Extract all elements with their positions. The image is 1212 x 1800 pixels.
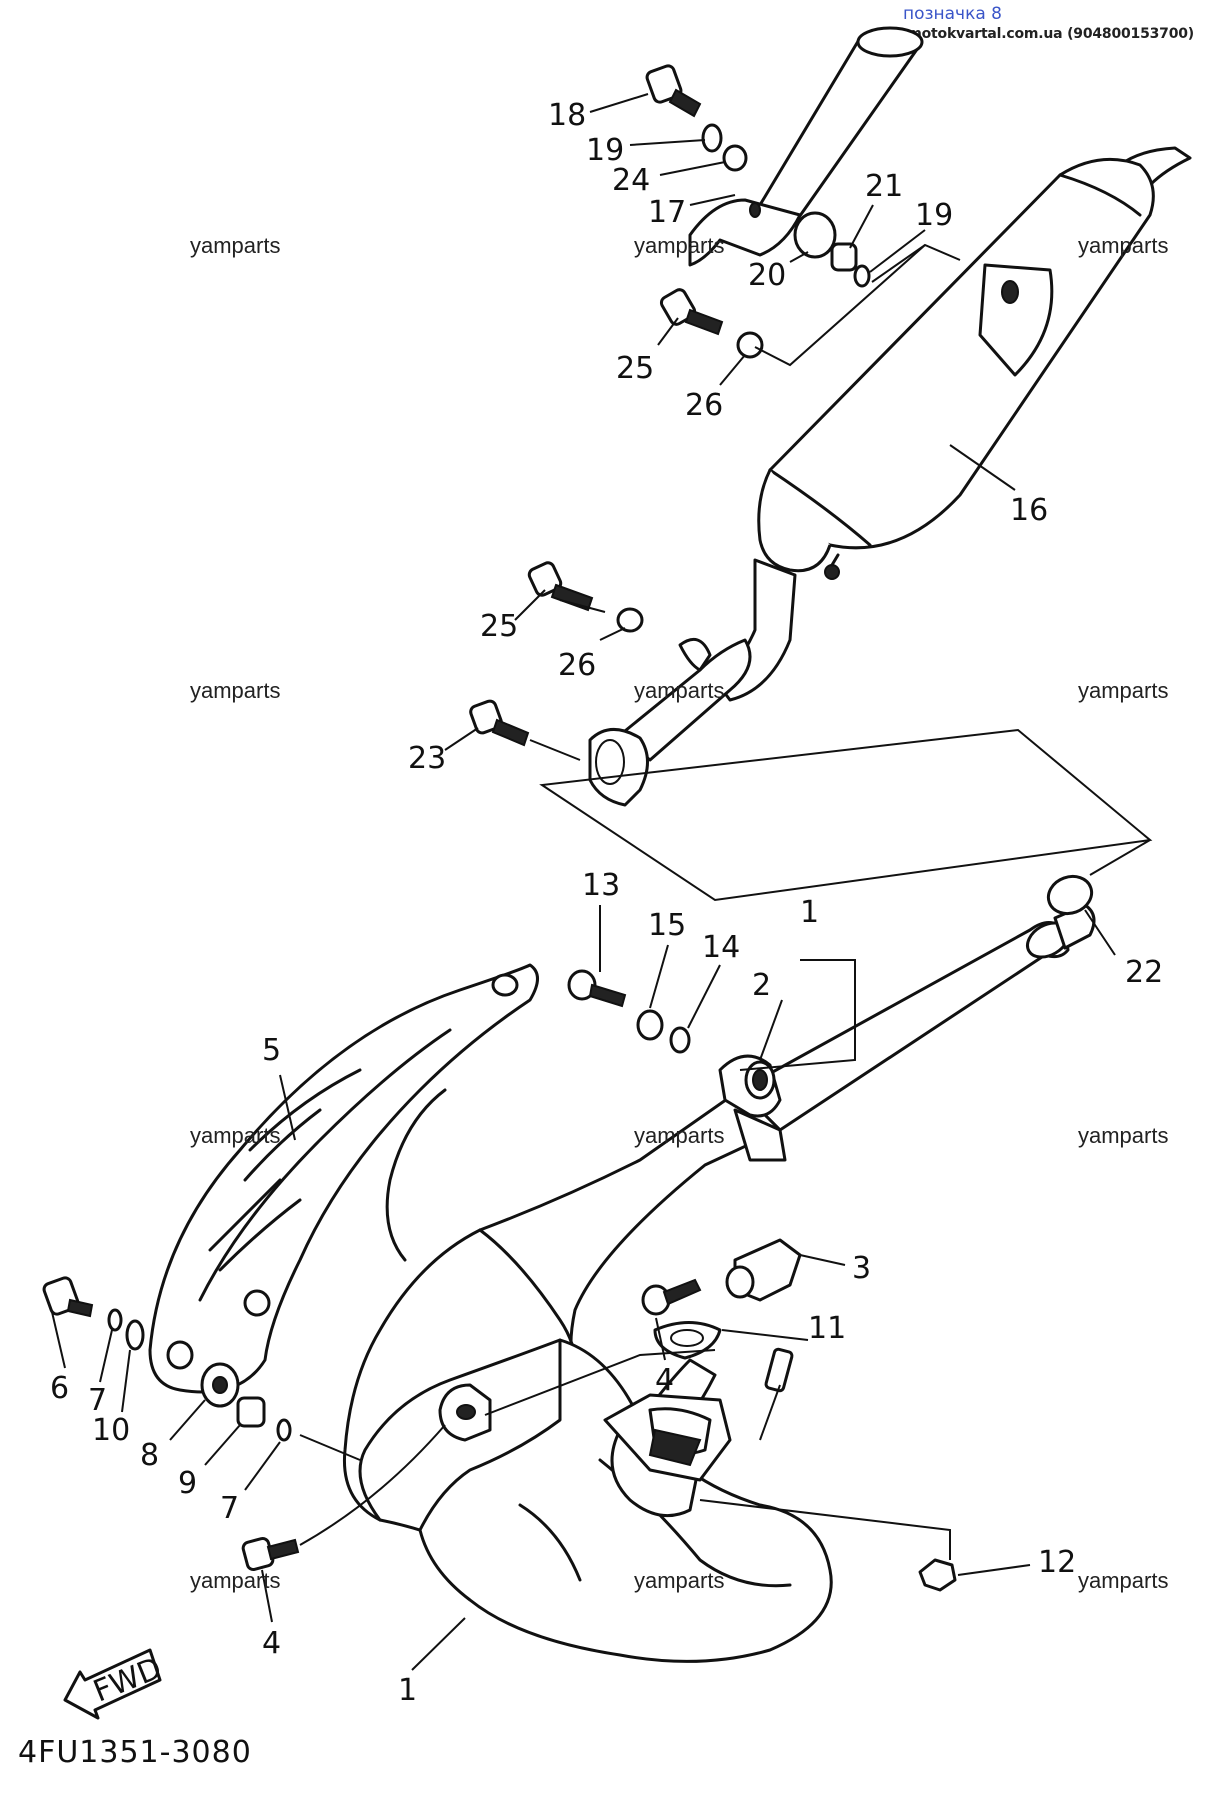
bolt-part-13 <box>567 969 627 1008</box>
watermark: yamparts <box>190 1123 281 1148</box>
diagram-part-number: 4FU1351-3080 <box>18 1735 252 1770</box>
callout-15: 15 <box>648 908 686 943</box>
flange-bracket <box>603 1393 732 1482</box>
bolt-part-4a <box>641 1278 702 1316</box>
chamber-mount <box>438 1383 492 1442</box>
leader-lines <box>51 93 1116 1671</box>
callout-11: 11 <box>808 1311 846 1346</box>
watermark: yamparts <box>190 678 281 703</box>
page-label: позначка 8 <box>902 4 1002 24</box>
bolt-part-18 <box>645 64 702 118</box>
watermark: yamparts <box>634 233 725 258</box>
callout-26-upper: 26 <box>685 388 723 423</box>
callout-1-lower: 1 <box>398 1673 417 1708</box>
callout-numbers: 18 19 24 17 21 19 20 25 26 16 25 26 23 1… <box>50 98 1163 1708</box>
callout-24: 24 <box>612 163 650 198</box>
callout-26-lower: 26 <box>558 648 596 683</box>
watermark: yamparts <box>634 678 725 703</box>
washer-part-26b <box>616 607 644 633</box>
callout-3: 3 <box>852 1251 871 1286</box>
watermark: yamparts <box>634 1123 725 1148</box>
nut-part-12 <box>918 1558 957 1592</box>
callout-14: 14 <box>702 930 740 965</box>
bolt-part-25a <box>659 288 724 336</box>
callout-8: 8 <box>140 1438 159 1473</box>
callout-7-left: 7 <box>88 1383 107 1418</box>
callout-22: 22 <box>1125 955 1163 990</box>
site-credit: motokvartal.com.ua (904800153700) <box>907 26 1194 42</box>
grommet-part-20 <box>793 211 837 259</box>
watermark: yamparts <box>634 1568 725 1593</box>
bracket-part-3 <box>725 1238 802 1302</box>
watermark: yamparts <box>190 233 281 258</box>
washer-part-19a <box>701 123 723 153</box>
callout-9: 9 <box>178 1466 197 1501</box>
callout-7-right: 7 <box>220 1491 239 1526</box>
muffler-part-16 <box>713 146 1192 702</box>
assembly-lines-lower <box>299 959 951 1560</box>
callout-17: 17 <box>648 195 686 230</box>
collar-part-21 <box>830 242 858 272</box>
bolt-part-23 <box>469 699 530 747</box>
callout-13: 13 <box>582 868 620 903</box>
washer-part-26a <box>736 331 764 359</box>
callout-21: 21 <box>865 169 903 204</box>
washer-part-15 <box>636 1009 664 1041</box>
washer-part-7b <box>276 1418 292 1442</box>
fwd-arrow-icon: FWD <box>63 1648 167 1720</box>
bolt-part-4b <box>241 1536 300 1572</box>
callout-23: 23 <box>408 741 446 776</box>
callout-6: 6 <box>50 1371 69 1406</box>
callout-18: 18 <box>548 98 586 133</box>
callout-12: 12 <box>1038 1545 1076 1580</box>
callout-25-lower: 25 <box>480 609 518 644</box>
callout-19-right: 19 <box>915 198 953 233</box>
watermark: yamparts <box>1078 233 1169 258</box>
bolt-part-6 <box>42 1276 94 1318</box>
watermark: yamparts <box>1078 678 1169 703</box>
washer-part-14 <box>669 1026 691 1054</box>
washer-part-7a <box>107 1308 123 1332</box>
callout-16: 16 <box>1010 493 1048 528</box>
bolt-part-25b <box>527 561 594 612</box>
callout-4-lower: 4 <box>262 1626 281 1661</box>
callout-2: 2 <box>752 968 771 1003</box>
washer-part-19b <box>853 264 871 288</box>
washer-part-10 <box>125 1319 145 1351</box>
mid-pipe <box>588 637 752 807</box>
exhaust-pipe-part-1 <box>342 903 1096 1663</box>
callout-10: 10 <box>92 1413 130 1448</box>
callout-20: 20 <box>748 258 786 293</box>
assembly-lines-upper <box>529 243 1153 902</box>
callout-1-upper: 1 <box>800 895 819 930</box>
clamp-part-2 <box>718 1054 787 1162</box>
collar-part-22 <box>1046 874 1094 916</box>
callout-4-upper: 4 <box>655 1363 674 1398</box>
watermark: yamparts <box>1078 1123 1169 1148</box>
callout-5: 5 <box>262 1033 281 1068</box>
collar-part-24 <box>722 144 748 172</box>
watermark: yamparts <box>1078 1568 1169 1593</box>
callout-19: 19 <box>586 133 624 168</box>
heat-shield-part-5 <box>148 963 539 1394</box>
stud-part-11 <box>764 1347 794 1393</box>
mount-bracket-part-17 <box>688 26 924 267</box>
watermark: yamparts <box>190 1568 281 1593</box>
collar-part-9 <box>236 1396 266 1428</box>
callout-25-upper: 25 <box>616 351 654 386</box>
